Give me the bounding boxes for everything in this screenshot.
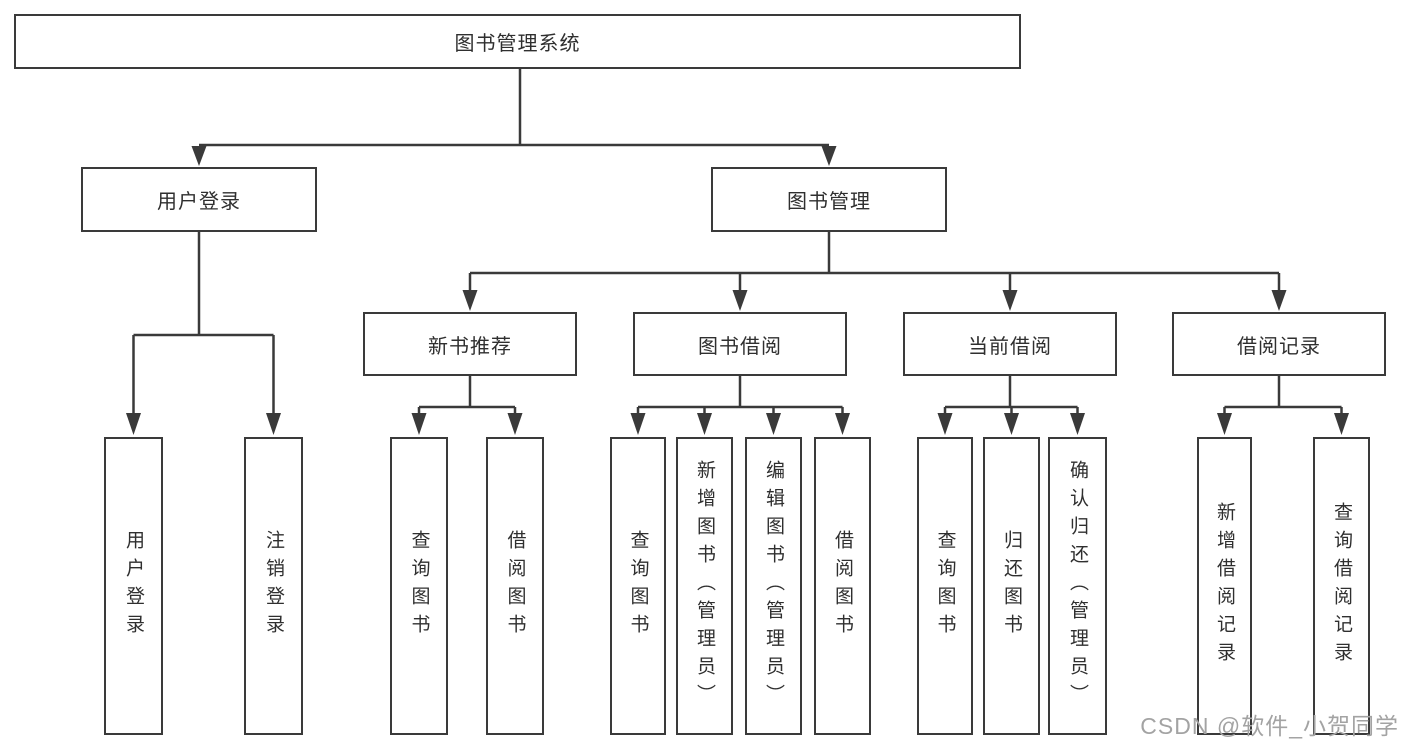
leaf-query-borrow-record: 查询借阅记录 xyxy=(1313,437,1370,735)
leaf-return-book: 归还图书 xyxy=(983,437,1040,735)
node-user-login: 用户登录 xyxy=(81,167,317,232)
node-label: 图书管理 xyxy=(787,191,871,213)
node-label: 用户登录 xyxy=(123,530,144,642)
leaf-borrow-book-2: 借阅图书 xyxy=(814,437,871,735)
node-label: 查询图书 xyxy=(627,530,649,642)
node-label: 确认归还（管理员） xyxy=(1067,460,1088,712)
node-label: 图书管理系统 xyxy=(454,33,581,55)
node-label: 当前借阅 xyxy=(968,335,1052,358)
node-label: 新书推荐 xyxy=(428,335,512,358)
node-label: 用户登录 xyxy=(157,191,241,213)
node-label: 查询借阅记录 xyxy=(1331,502,1352,670)
node-label: 借阅图书 xyxy=(504,530,526,642)
node-label: 查询图书 xyxy=(934,530,956,642)
node-label: 编辑图书（管理员） xyxy=(763,460,784,712)
node-new-book-recommend: 新书推荐 xyxy=(363,312,577,376)
node-book-borrow: 图书借阅 xyxy=(633,312,847,376)
leaf-logout: 注销登录 xyxy=(244,437,303,735)
arrowhead-icons xyxy=(126,146,1349,435)
node-borrow-records: 借阅记录 xyxy=(1172,312,1386,376)
node-label: 图书借阅 xyxy=(698,335,782,358)
csdn-watermark: CSDN @软件_小贺同学 xyxy=(1140,713,1399,739)
node-library-management-system: 图书管理系统 xyxy=(14,14,1021,69)
leaf-query-book-1: 查询图书 xyxy=(390,437,448,735)
node-current-borrow: 当前借阅 xyxy=(903,312,1117,376)
leaf-query-book-2: 查询图书 xyxy=(610,437,666,735)
leaf-add-borrow-record: 新增借阅记录 xyxy=(1197,437,1252,735)
leaf-edit-book-admin: 编辑图书（管理员） xyxy=(745,437,802,735)
leaf-query-book-3: 查询图书 xyxy=(917,437,973,735)
node-label: 新增图书（管理员） xyxy=(694,460,715,712)
leaf-borrow-book-1: 借阅图书 xyxy=(486,437,544,735)
node-label: 归还图书 xyxy=(1001,530,1022,642)
leaf-user-login: 用户登录 xyxy=(104,437,163,735)
leaf-confirm-return-admin: 确认归还（管理员） xyxy=(1048,437,1107,735)
node-label: 借阅记录 xyxy=(1237,335,1321,358)
leaf-add-book-admin: 新增图书（管理员） xyxy=(676,437,733,735)
node-label: 借阅图书 xyxy=(832,530,853,642)
node-label: 新增借阅记录 xyxy=(1214,502,1235,670)
node-book-management: 图书管理 xyxy=(711,167,947,232)
node-label: 注销登录 xyxy=(263,530,284,642)
node-label: 查询图书 xyxy=(408,530,430,642)
